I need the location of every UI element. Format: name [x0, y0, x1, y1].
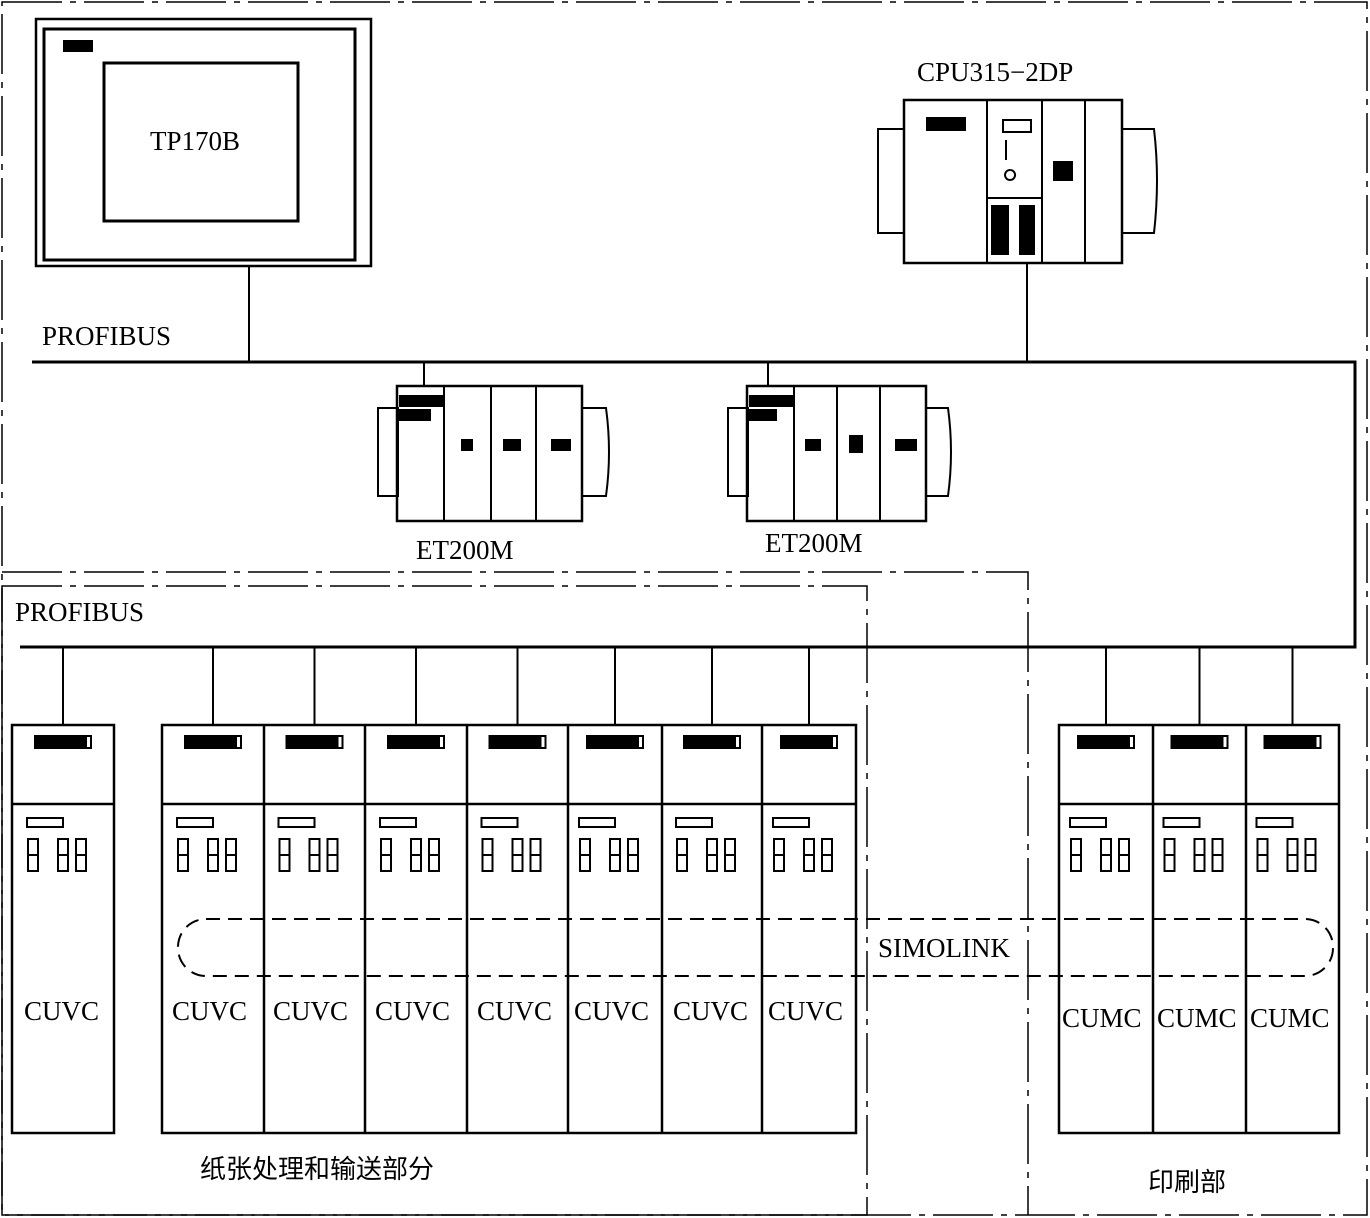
- drive-label-single: CUVC: [24, 996, 100, 1026]
- drive-label-cumc: CUMC: [1062, 1003, 1142, 1033]
- drive-label-cumc: CUMC: [1157, 1003, 1237, 1033]
- profibus-bottom-label: PROFIBUS: [15, 597, 145, 627]
- drive-label-cuvc: CUVC: [375, 996, 451, 1026]
- drive-module-single: [10, 647, 116, 1135]
- et200m-rack-2: [727, 362, 952, 523]
- simolink-label: SIMOLINK: [876, 933, 1012, 963]
- upper-area-divider: [2, 571, 1029, 1215]
- paper-section-frame: [1, 585, 868, 1216]
- simolink-ring: [177, 918, 1334, 977]
- et200m-rack-1: [377, 362, 610, 523]
- profibus-top-label: PROFIBUS: [42, 321, 172, 351]
- plc-rack: [877, 98, 1158, 265]
- drive-module-group-print: [1057, 647, 1341, 1135]
- profibus-trunk: [20, 360, 1357, 649]
- drive-label-cuvc: CUVC: [477, 996, 553, 1026]
- drive-label-cuvc: CUVC: [768, 996, 844, 1026]
- drive-label-cuvc: CUVC: [273, 996, 349, 1026]
- drive-label-cumc: CUMC: [1250, 1003, 1330, 1033]
- et200m-label-1: ET200M: [416, 535, 514, 565]
- drive-module-group-paper: [160, 647, 858, 1135]
- drive-label-cuvc: CUVC: [172, 996, 248, 1026]
- drive-label-cuvc: CUVC: [673, 996, 749, 1026]
- hmi-label: TP170B: [150, 126, 241, 156]
- hmi-panel: [34, 17, 373, 268]
- plc-label: CPU315−2DP: [917, 57, 1074, 87]
- et200m-label-2: ET200M: [765, 528, 863, 558]
- section-paper-label: 纸张处理和输送部分: [200, 1155, 435, 1185]
- section-print-label: 印刷部: [1148, 1168, 1227, 1198]
- drive-label-cuvc: CUVC: [574, 996, 650, 1026]
